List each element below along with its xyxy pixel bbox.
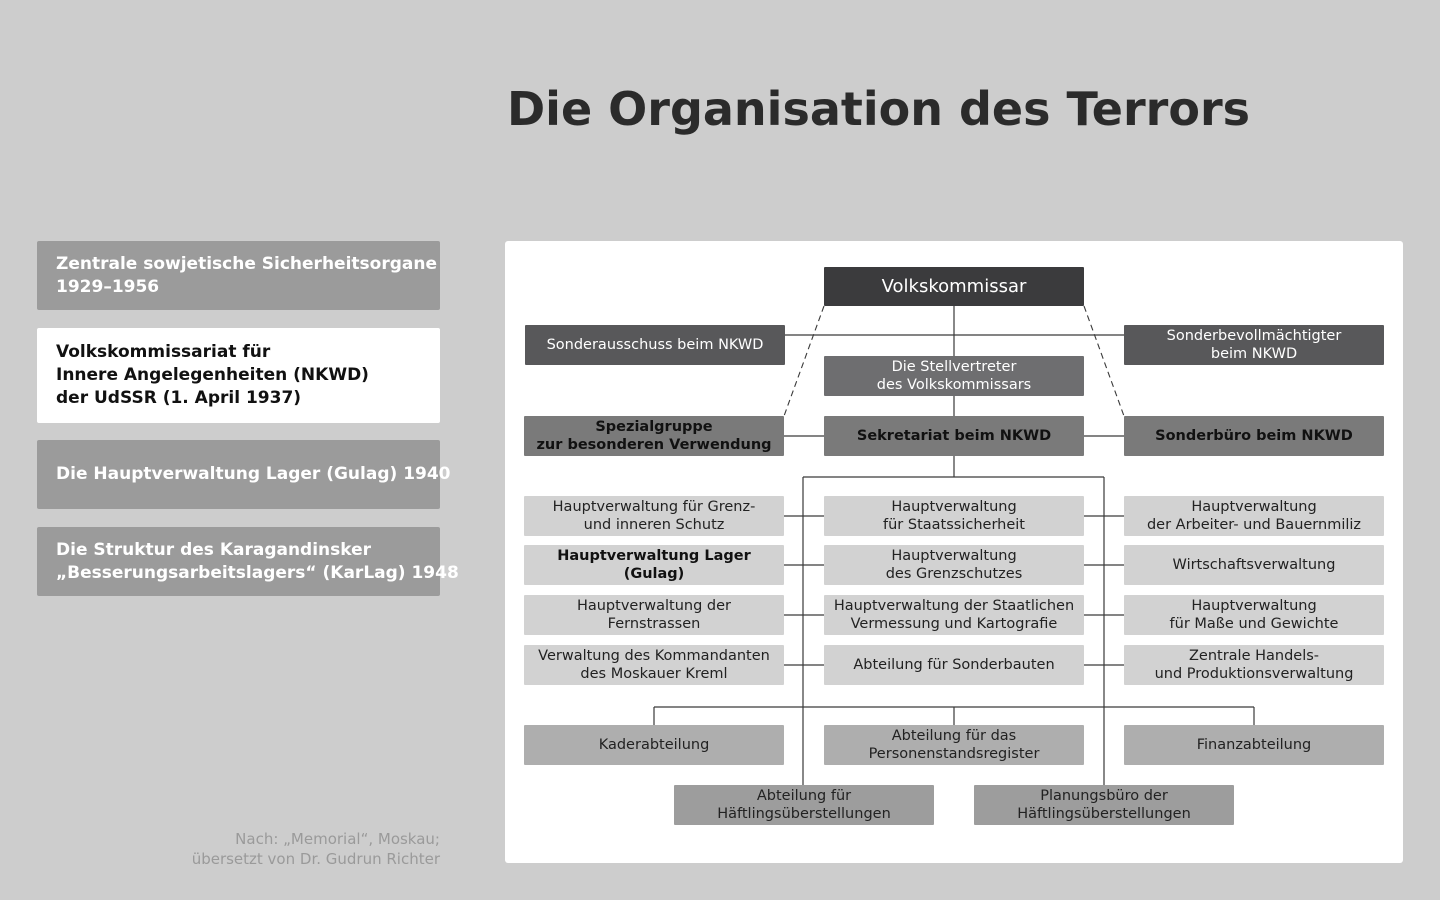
box-line: Hauptverwaltung: [891, 548, 1017, 564]
box-line: Finanzabteilung: [1196, 737, 1312, 753]
chart-box-grenzschutz: Hauptverwaltung des Grenzschutzes: [824, 545, 1084, 585]
box-line: Volkskommissar: [881, 275, 1027, 297]
chart-box-sonderbuero: Sonderbüro beim NKWD: [1124, 416, 1384, 456]
nav-item-line: Zentrale sowjetische Sicherheitsorgane: [56, 253, 437, 274]
box-line: Häftlingsüberstellungen: [717, 806, 891, 822]
nav-item-gulag[interactable]: Die Hauptverwaltung Lager (Gulag) 1940: [37, 440, 451, 509]
box-line: und Produktionsverwaltung: [1154, 666, 1354, 682]
box-line: des Volkskommissars: [876, 377, 1032, 393]
box-line: Hauptverwaltung: [1191, 598, 1317, 614]
box-line: Sonderbüro beim NKWD: [1155, 428, 1353, 444]
nav-item-line: „Besserungsarbeitslagers“ (KarLag) 1948: [56, 562, 459, 583]
box-line: Sonderbevollmächtigter: [1166, 328, 1342, 344]
box-line: des Moskauer Kreml: [580, 666, 728, 682]
chart-box-kaderabteilung: Kaderabteilung: [524, 725, 784, 765]
nav-item-nkwd[interactable]: Volkskommissariat für Innere Angelegenhe…: [37, 328, 440, 423]
box-line: für Maße und Gewichte: [1169, 616, 1339, 632]
chart-box-handels-produktion: Zentrale Handels- und Produktionsverwalt…: [1124, 645, 1384, 685]
box-line: Personenstandsregister: [868, 746, 1040, 762]
chart-box-sonderausschuss: Sonderausschuss beim NKWD: [525, 325, 785, 365]
chart-box-sekretariat: Sekretariat beim NKWD: [824, 416, 1084, 456]
chart-box-stellvertreter: Die Stellvertreter des Volkskommissars: [824, 356, 1084, 396]
nav-item-line: Die Hauptverwaltung Lager (Gulag) 1940: [56, 464, 451, 484]
source-line: übersetzt von Dr. Gudrun Richter: [191, 850, 440, 868]
chart-box-vermessung-kartografie: Hauptverwaltung der Staatlichen Vermessu…: [824, 595, 1084, 635]
chart-box-staatssicherheit: Hauptverwaltung für Staatssicherheit: [824, 496, 1084, 536]
box-line: der Arbeiter- und Bauernmiliz: [1146, 517, 1362, 533]
nav-item-line: der UdSSR (1. April 1937): [56, 388, 302, 408]
box-line: Vermessung und Kartografie: [850, 616, 1058, 632]
box-line: Verwaltung des Kommandanten: [538, 648, 770, 664]
chart-box-masse-gewichte: Hauptverwaltung für Maße und Gewichte: [1124, 595, 1384, 635]
box-line: Wirtschaftsverwaltung: [1172, 557, 1336, 573]
org-chart-panel: Volkskommissar Sonderausschuss beim NKWD…: [505, 241, 1403, 863]
nav-item-line: Innere Angelegenheiten (NKWD): [56, 365, 369, 385]
box-line: Abteilung für das: [891, 728, 1017, 744]
chart-box-grenz-inneren-schutz: Hauptverwaltung für Grenz- und inneren S…: [524, 496, 784, 536]
nav-item-line: Die Struktur des Karagandinsker: [56, 539, 372, 560]
box-line: zur besonderen Verwendung: [536, 437, 772, 453]
chart-box-volkskommissar: Volkskommissar: [824, 267, 1084, 306]
box-line: Die Stellvertreter: [891, 359, 1017, 375]
box-line: Kaderabteilung: [598, 737, 710, 753]
box-line: und inneren Schutz: [583, 517, 725, 533]
box-line: Hauptverwaltung: [1191, 499, 1317, 515]
chart-box-fernstrassen: Hauptverwaltung der Fernstrassen: [524, 595, 784, 635]
box-line: Spezialgruppe: [595, 419, 713, 435]
box-line: Hauptverwaltung Lager: [557, 548, 751, 564]
box-line: des Grenzschutzes: [885, 566, 1023, 582]
box-line: Fernstrassen: [607, 616, 701, 632]
box-line: Häftlingsüberstellungen: [1017, 806, 1191, 822]
chart-box-planungsbuero: Planungsbüro der Häftlingsüberstellungen: [974, 785, 1234, 825]
nav-item-line: 1929–1956: [56, 276, 160, 297]
box-line: Hauptverwaltung für Grenz-: [552, 499, 756, 515]
chart-box-personenstandsregister: Abteilung für das Personenstandsregister: [824, 725, 1084, 765]
nav-item-central-security-organs[interactable]: Zentrale sowjetische Sicherheitsorgane 1…: [37, 241, 440, 310]
box-line: Abteilung für: [756, 788, 852, 804]
box-line: Hauptverwaltung: [891, 499, 1017, 515]
box-line: Sonderausschuss beim NKWD: [546, 337, 764, 353]
chart-box-haeftlingsueberstellungen: Abteilung für Häftlingsüberstellungen: [674, 785, 934, 825]
chart-box-wirtschaftsverwaltung: Wirtschaftsverwaltung: [1124, 545, 1384, 585]
box-line: Abteilung für Sonderbauten: [853, 657, 1055, 673]
chart-box-sonderbauten: Abteilung für Sonderbauten: [824, 645, 1084, 685]
chart-box-kreml-kommandant: Verwaltung des Kommandanten des Moskauer…: [524, 645, 784, 685]
box-line: beim NKWD: [1210, 346, 1298, 362]
page-title: Die Organisation des Terrors: [507, 82, 1251, 136]
chart-box-miliz: Hauptverwaltung der Arbeiter- und Bauern…: [1124, 496, 1384, 536]
box-line: Sekretariat beim NKWD: [856, 428, 1052, 444]
chart-box-finanzabteilung: Finanzabteilung: [1124, 725, 1384, 765]
chart-box-gulag: Hauptverwaltung Lager (Gulag): [524, 545, 784, 585]
nav-item-karlag[interactable]: Die Struktur des Karagandinsker „Besseru…: [37, 527, 459, 596]
chart-box-sonderbevollmaechtigter: Sonderbevollmächtigter beim NKWD: [1124, 325, 1384, 365]
chart-box-spezialgruppe: Spezialgruppe zur besonderen Verwendung: [524, 416, 784, 456]
box-line: für Staatssicherheit: [883, 517, 1025, 533]
org-chart-connectors: [653, 305, 1255, 786]
box-line: (Gulag): [623, 566, 685, 582]
source-credit: Nach: „Memorial“, Moskau; übersetzt von …: [140, 829, 440, 869]
box-line: Zentrale Handels-: [1188, 648, 1320, 664]
box-line: Hauptverwaltung der Staatlichen: [833, 598, 1075, 614]
nav-item-line: Volkskommissariat für: [56, 342, 271, 362]
box-line: Planungsbüro der: [1040, 788, 1168, 804]
box-line: Hauptverwaltung der: [576, 598, 732, 614]
source-line: Nach: „Memorial“, Moskau;: [235, 830, 440, 848]
